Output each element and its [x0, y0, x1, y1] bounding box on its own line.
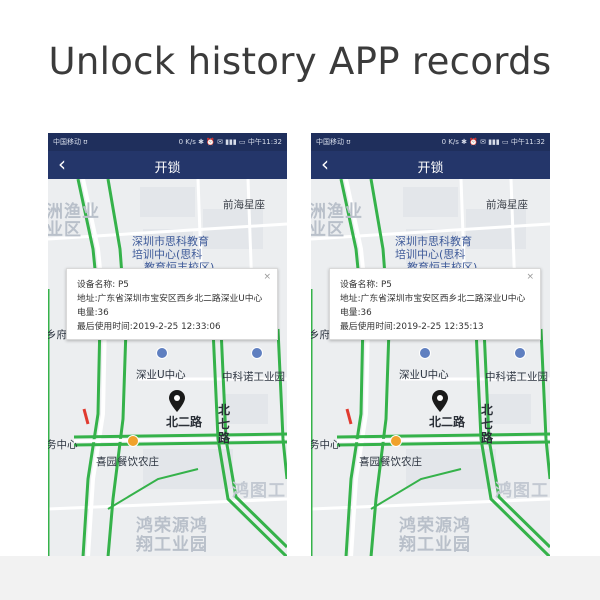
device-info-popup: × 设备名称: P5 地址:广东省深圳市宝安区西乡北二路深业U中心 电量:36 …: [329, 268, 541, 340]
map-label-qianhai-star: 前海星座: [223, 199, 265, 211]
close-icon[interactable]: ×: [263, 272, 271, 282]
status-icons: 0 K/s ✱ ⏰ ✉ ▮▮▮ ▭ 中午11:32: [441, 138, 545, 146]
back-arrow-icon[interactable]: ‹: [58, 152, 66, 176]
close-icon[interactable]: ×: [526, 272, 534, 282]
map-label-west-township: 乡府: [311, 329, 330, 341]
bottom-band: [0, 556, 600, 600]
back-arrow-icon[interactable]: ‹: [321, 152, 329, 176]
building-icon: [419, 347, 431, 359]
screen-title: 开锁: [417, 161, 444, 176]
map-label-north7-a: 北: [218, 403, 231, 417]
map-label-zhongke: 中科诺工业园: [222, 371, 285, 383]
carrier-label: 中国移动 ʊ: [53, 138, 88, 146]
device-battery: 电量:36: [340, 308, 372, 318]
map-label-fishery: 洲渔业: [311, 202, 363, 222]
map-label-north7-c: 路: [218, 431, 231, 445]
map-label-north7-c: 路: [481, 431, 494, 445]
map-label-hongtu: 鸿图工: [495, 481, 549, 501]
status-bar: 中国移动 ʊ 0 K/s ✱ ⏰ ✉ ▮▮▮ ▭ 中午11:32: [48, 133, 287, 151]
status-icons: 0 K/s ✱ ⏰ ✉ ▮▮▮ ▭ 中午11:32: [178, 138, 282, 146]
map-label-hongrong-1: 鸿荣源鸿: [136, 516, 208, 536]
map-label-hongtu: 鸿图工: [232, 481, 286, 501]
map-label-north7-b: 七: [218, 417, 231, 431]
map-label-su-center: 深业U中心: [399, 369, 449, 381]
device-address: 地址:广东省深圳市宝安区西乡北二路深业U中心: [340, 294, 526, 304]
map-label-service-center: 务中心: [48, 439, 78, 451]
map-label-north7-b: 七: [481, 417, 494, 431]
status-bar: 中国移动 ʊ 0 K/s ✱ ⏰ ✉ ▮▮▮ ▭ 中午11:32: [311, 133, 550, 151]
building-icon: [156, 347, 168, 359]
map-label-xiyuan: 喜园餐饮农庄: [96, 456, 159, 468]
device-last-used: 最后使用时间:2019-2-25 12:35:13: [340, 322, 484, 332]
map-view[interactable]: 洲渔业 业区 前海星座 深圳市思科教育 培训中心(思科 教育恒丰校区) 乡府 深…: [48, 179, 287, 557]
map-label-school-2: 培训中心(思科: [132, 248, 203, 261]
map-label-bei-er-road: 北二路: [166, 415, 203, 429]
map-label-west-township: 乡府: [48, 329, 67, 341]
map-label-hongrong-1: 鸿荣源鸿: [399, 516, 471, 536]
title-bar: ‹ 开锁: [311, 151, 550, 179]
phone-screenshot-left: 中国移动 ʊ 0 K/s ✱ ⏰ ✉ ▮▮▮ ▭ 中午11:32 ‹ 开锁: [48, 133, 287, 557]
map-label-north7-a: 北: [481, 403, 494, 417]
map-view[interactable]: 洲渔业 业区 前海星座 深圳市思科教育 培训中心(思科 教育恒丰校区) 乡府 深…: [311, 179, 550, 557]
title-bar: ‹ 开锁: [48, 151, 287, 179]
map-label-school-1: 深圳市思科教育: [395, 235, 472, 248]
device-info-popup: × 设备名称: P5 地址:广东省深圳市宝安区西乡北二路深业U中心 电量:36 …: [66, 268, 278, 340]
restaurant-icon: [127, 435, 139, 447]
device-address: 地址:广东省深圳市宝安区西乡北二路深业U中心: [77, 294, 263, 304]
map-label-fishery: 洲渔业: [48, 202, 100, 222]
building-icon: [514, 347, 526, 359]
map-label-xiyuan: 喜园餐饮农庄: [359, 456, 422, 468]
page-headline: Unlock history APP records: [48, 40, 552, 83]
device-battery: 电量:36: [77, 308, 109, 318]
map-label-hongrong-2: 翔工业园: [136, 535, 208, 555]
map-label-bei-er-road: 北二路: [429, 415, 466, 429]
map-label-su-center: 深业U中心: [136, 369, 186, 381]
map-label-zhongke: 中科诺工业园: [485, 371, 548, 383]
map-label-service-center: 务中心: [311, 439, 341, 451]
carrier-label: 中国移动 ʊ: [316, 138, 351, 146]
map-label-school-2: 培训中心(思科: [395, 248, 466, 261]
map-label-qianhai-star: 前海星座: [486, 199, 528, 211]
map-label-industrial-zone: 业区: [311, 220, 345, 240]
device-last-used: 最后使用时间:2019-2-25 12:33:06: [77, 322, 221, 332]
device-name: 设备名称: P5: [77, 280, 129, 290]
phone-screenshot-right: 中国移动 ʊ 0 K/s ✱ ⏰ ✉ ▮▮▮ ▭ 中午11:32 ‹ 开锁: [311, 133, 550, 557]
map-label-hongrong-2: 翔工业园: [399, 535, 471, 555]
map-label-school-1: 深圳市思科教育: [132, 235, 209, 248]
device-name: 设备名称: P5: [340, 280, 392, 290]
restaurant-icon: [390, 435, 402, 447]
building-icon: [251, 347, 263, 359]
map-label-industrial-zone: 业区: [48, 220, 82, 240]
map-roads: [311, 179, 550, 557]
screen-title: 开锁: [154, 161, 181, 176]
map-roads: [48, 179, 287, 557]
